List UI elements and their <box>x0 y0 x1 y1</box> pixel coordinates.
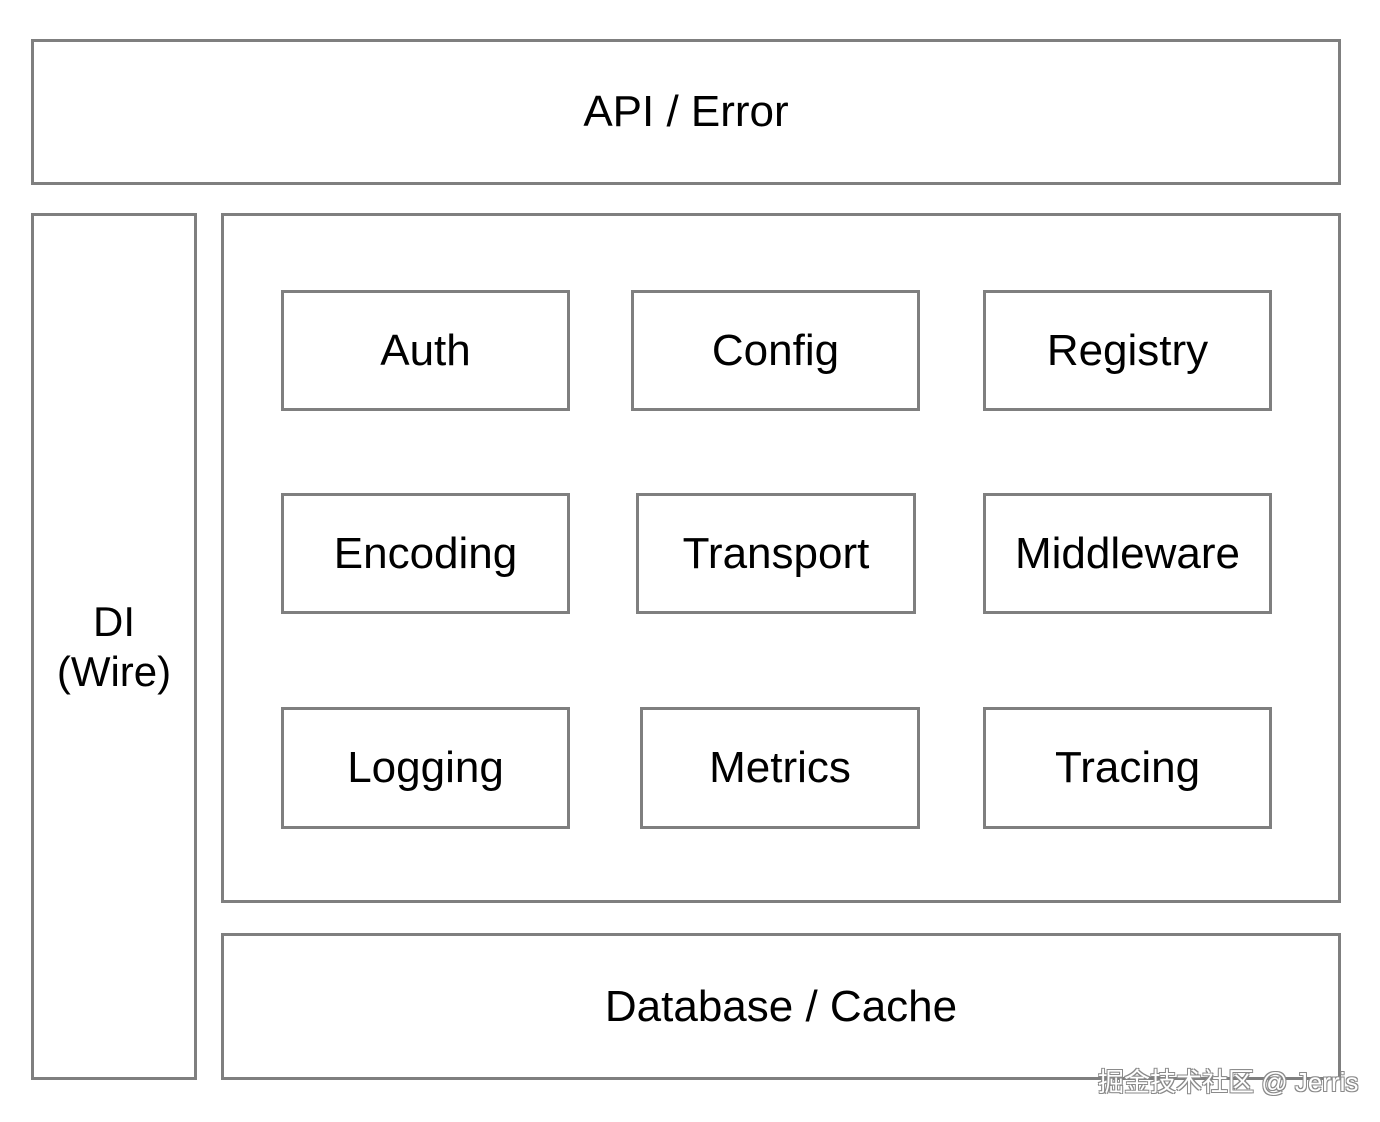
module-middleware: Middleware <box>983 493 1272 614</box>
module-tracing: Tracing <box>983 707 1272 829</box>
module-config-label: Config <box>711 325 840 375</box>
module-middleware-label: Middleware <box>1015 528 1240 578</box>
module-transport: Transport <box>636 493 916 614</box>
di-wire-label: DI (Wire) <box>57 597 171 697</box>
api-error-layer: API / Error <box>31 39 1341 185</box>
module-transport-label: Transport <box>682 528 870 578</box>
module-auth: Auth <box>281 290 570 411</box>
module-logging: Logging <box>281 707 570 829</box>
watermark: 掘金技术社区 @ Jerris <box>1098 1067 1359 1097</box>
module-tracing-label: Tracing <box>1054 743 1201 792</box>
module-metrics: Metrics <box>640 707 920 829</box>
wire-label: (Wire) <box>56 647 172 695</box>
database-cache-label: Database / Cache <box>604 981 958 1031</box>
di-label: DI <box>92 597 135 645</box>
api-error-label: API / Error <box>583 87 789 136</box>
module-registry-label: Registry <box>1046 325 1209 375</box>
module-config: Config <box>631 290 920 411</box>
module-logging-label: Logging <box>347 743 504 792</box>
module-encoding-label: Encoding <box>333 528 518 578</box>
module-registry: Registry <box>983 290 1272 411</box>
module-encoding: Encoding <box>281 493 570 614</box>
module-auth-label: Auth <box>380 325 471 375</box>
module-metrics-label: Metrics <box>709 743 851 792</box>
database-cache-layer: Database / Cache <box>221 933 1341 1080</box>
di-wire-layer: DI (Wire) <box>31 213 197 1080</box>
